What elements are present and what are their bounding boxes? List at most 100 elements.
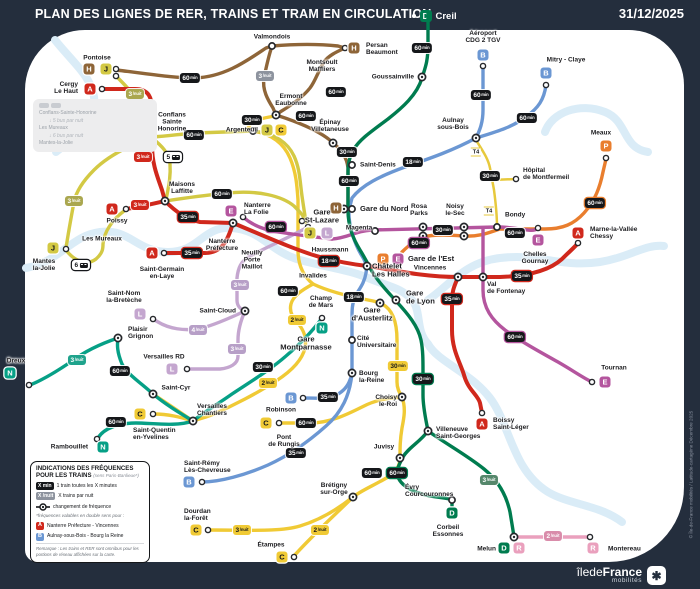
legend-row-min: X min 1 train toutes les X minutes: [36, 481, 117, 490]
station-interchange-dot: [228, 218, 238, 228]
date-label: 31/12/2025: [618, 6, 684, 21]
legend-title-note: (sens Paris-Banlieue*): [93, 472, 139, 478]
station-dot: [249, 127, 257, 135]
night-frequency-badge: 3/nuit: [125, 89, 145, 99]
station-label: Melun: [477, 545, 496, 553]
night-bus-badge: 5: [163, 152, 183, 162]
station-interchange-dot: [417, 72, 427, 82]
station-dot: [62, 245, 70, 253]
line-bullet-B: B: [540, 67, 552, 79]
line-H: [274, 46, 347, 117]
night-frequency-badge: 3/nuit: [479, 475, 499, 485]
station-label: Creil: [435, 10, 457, 22]
station-dot: [574, 239, 582, 247]
night-frequency-badge: 2/nuit: [258, 378, 278, 388]
line-bullet-B: B: [36, 532, 44, 541]
line-C: [206, 495, 355, 533]
line-bullet-B: B: [183, 476, 195, 488]
line-N: [191, 316, 324, 423]
station-dot: [371, 227, 379, 235]
line-bullet-P: P: [377, 253, 389, 265]
station-interchange-dot: [328, 138, 338, 148]
river: [22, 223, 432, 348]
line-bullet-R: R: [513, 542, 525, 554]
line-bullet-L: L: [321, 227, 333, 239]
line-bullet-N: N: [316, 322, 328, 334]
station-label: Bondy: [505, 211, 526, 219]
station-dot: [299, 394, 307, 402]
station-dot: [586, 533, 594, 541]
line-bullet-J: J: [304, 227, 316, 239]
line-bullet-J: J: [100, 63, 112, 75]
station-interchange-dot: [459, 222, 469, 232]
line-bullet-P: P: [600, 140, 612, 152]
night-bus-count: ↓ 6 bus par nuit: [49, 132, 84, 139]
station-interchange-dot: [391, 295, 401, 305]
station-label: Dreux: [6, 357, 26, 365]
station-label: Tournan: [601, 364, 627, 372]
line-bullet-N: N: [97, 441, 109, 453]
station-label: Étampes: [257, 541, 285, 549]
station-label: Versailles RD: [143, 353, 185, 361]
station-label: Meaux: [590, 129, 612, 137]
station-label: Juvisy: [373, 443, 395, 451]
line-bullet-B: B: [477, 49, 489, 61]
line-bullet-A: A: [146, 247, 158, 259]
station-interchange-dot: [362, 261, 372, 271]
river: [424, 340, 626, 526]
station-dot: [268, 42, 276, 50]
line-bullet-L: L: [134, 308, 146, 320]
station-interchange-dot: [375, 298, 385, 308]
line-B: [474, 64, 485, 140]
page-title: PLAN DES LIGNES DE RER, TRAINS ET TRAM E…: [35, 7, 432, 21]
station-interchange-dot: [423, 426, 433, 436]
night-frequency-badge: 3/nuit: [67, 355, 87, 365]
line-bullet-E: E: [532, 234, 544, 246]
station-label: Poissy: [106, 217, 128, 225]
frequency-legend: INDICATIONS DES FRÉQUENCES POUR LES TRAI…: [30, 461, 150, 563]
station-dot: [198, 478, 206, 486]
night-frequency-badge: 3/nuit: [227, 344, 247, 354]
line-A: [163, 199, 235, 225]
night-frequency-badge: 2/nuit: [543, 531, 563, 541]
copyright-credit: © Île-de-France mobilités / Latitude-car…: [688, 410, 694, 539]
legend-title: INDICATIONS DES FRÉQUENCES POUR LES TRAI…: [36, 465, 139, 479]
station-dot: [112, 65, 120, 73]
infobox-station: Les Mureaux: [39, 125, 68, 131]
station-label: Robinson: [266, 406, 296, 414]
station-dot: [290, 553, 298, 561]
line-N: [115, 336, 195, 423]
station-label: Invalides: [299, 272, 327, 280]
line-bullet-A: A: [106, 203, 118, 215]
